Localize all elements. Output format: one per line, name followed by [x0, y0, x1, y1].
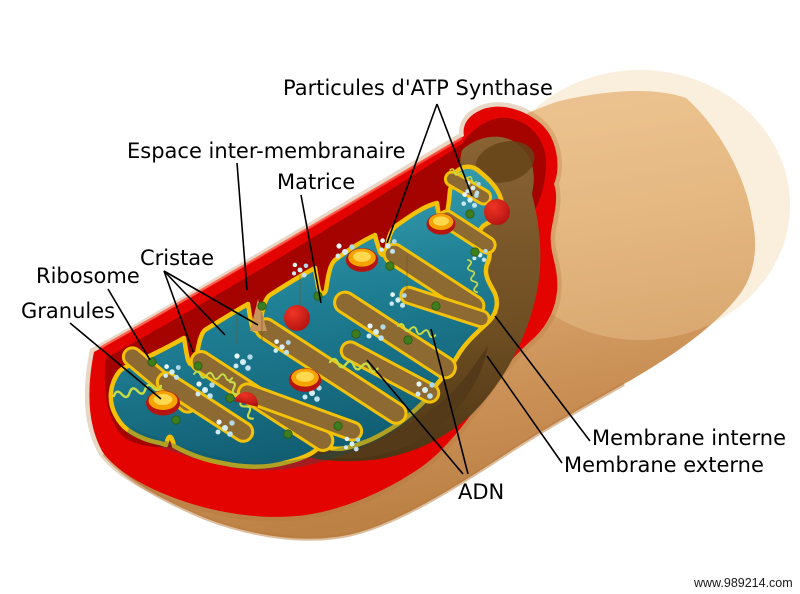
cut-section	[84, 102, 562, 522]
ribosome-dot	[333, 421, 343, 431]
granule-cup	[426, 213, 456, 235]
body-highlight	[490, 70, 790, 340]
crista-band	[155, 371, 255, 443]
dome-inner-shadow	[475, 141, 535, 183]
leader-cristae-3	[163, 270, 259, 326]
label-ribosome: Ribosome	[36, 264, 140, 288]
red-half-sphere	[234, 392, 258, 407]
label-cristae: Cristae	[140, 246, 214, 270]
ribosome-dot	[470, 247, 480, 257]
bowl-floor-shadow	[330, 346, 488, 459]
label-dna: ADN	[458, 480, 504, 504]
ribosome-dot	[283, 429, 293, 439]
granule-cup	[345, 248, 379, 272]
leader-matrix	[300, 194, 322, 304]
crista-band	[333, 290, 457, 380]
red-sphere	[284, 305, 310, 331]
ribosome-dot	[431, 301, 441, 311]
label-intermembrane-space: Espace inter-membranaire	[127, 139, 406, 163]
leader-lines	[69, 103, 591, 475]
leader-dna-2	[430, 328, 469, 475]
leader-granules	[69, 322, 162, 400]
leader-cristae-2	[163, 270, 226, 336]
leader-inner-membrane	[494, 315, 591, 442]
red-spheres	[234, 199, 510, 407]
matrix-details	[112, 167, 510, 452]
ribosome-dot	[193, 361, 203, 371]
label-outer-membrane: Membrane externe	[564, 453, 764, 477]
labels: Particules d'ATP Synthase Espace inter-m…	[21, 76, 786, 504]
leader-intermembrane	[236, 162, 248, 291]
watermark: www.989214.com	[693, 576, 793, 590]
ribosome-dot	[403, 335, 413, 345]
membrane-rim-highlight	[99, 136, 463, 350]
granule-cup	[288, 368, 322, 392]
label-granules: Granules	[21, 299, 115, 323]
ribosome-dot	[257, 301, 267, 311]
body-bottom-shade	[102, 382, 625, 541]
leader-cristae-1	[163, 270, 194, 353]
leader-atp-right	[436, 103, 473, 197]
label-atp-synthase: Particules d'ATP Synthase	[283, 76, 553, 100]
ribosome-dot	[465, 209, 475, 219]
ribosome-dot	[171, 415, 181, 425]
ribosome-dot	[351, 329, 361, 339]
crista-band	[236, 382, 364, 442]
granule-cup	[146, 390, 180, 416]
cristae-folds	[121, 170, 497, 452]
ribosome-dot	[225, 393, 235, 403]
ribosome-dot	[385, 261, 395, 271]
leader-outer-membrane	[486, 355, 563, 464]
label-matrix: Matrice	[277, 170, 355, 194]
leader-ribosome	[107, 288, 151, 361]
label-inner-membrane: Membrane interne	[592, 426, 786, 450]
red-sphere	[484, 199, 510, 225]
crista-band	[399, 285, 491, 329]
crista-band	[339, 340, 441, 404]
leader-dna-1	[366, 359, 464, 475]
leader-atp-left	[386, 103, 438, 244]
